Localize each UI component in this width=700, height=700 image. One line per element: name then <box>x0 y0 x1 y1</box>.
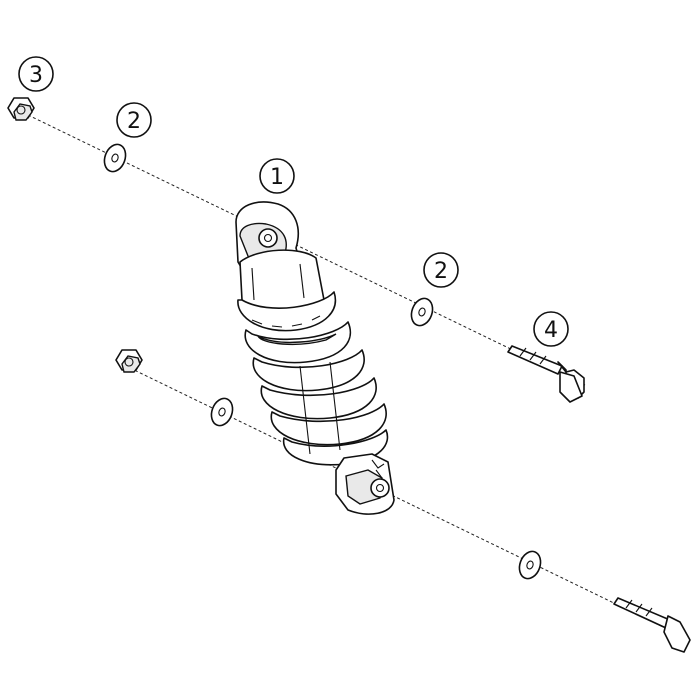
nut-upper <box>7 97 35 121</box>
callout-1: 1 <box>259 158 295 194</box>
shock-absorber <box>235 201 395 515</box>
callout-2-upper-left-label: 2 <box>127 109 141 134</box>
washer-upper-right <box>410 297 434 327</box>
callout-1-label: 1 <box>270 165 284 190</box>
upper-assembly-axis <box>27 114 586 386</box>
callout-3-label: 3 <box>29 63 43 88</box>
nut-lower <box>115 349 143 373</box>
bolt-upper <box>507 345 585 403</box>
washer-lower-right <box>518 550 542 580</box>
washer-lower-left <box>210 397 234 427</box>
callout-2-upper-right: 2 <box>423 252 459 288</box>
callout-2-upper-right-label: 2 <box>434 259 448 284</box>
washer-upper-left <box>103 143 127 173</box>
lower-assembly-axis <box>129 367 691 641</box>
callout-4-label: 4 <box>544 318 558 343</box>
callout-3: 3 <box>18 56 54 92</box>
callout-4: 4 <box>533 311 569 347</box>
bolt-lower <box>613 597 691 653</box>
callout-2-upper-left: 2 <box>116 102 152 138</box>
